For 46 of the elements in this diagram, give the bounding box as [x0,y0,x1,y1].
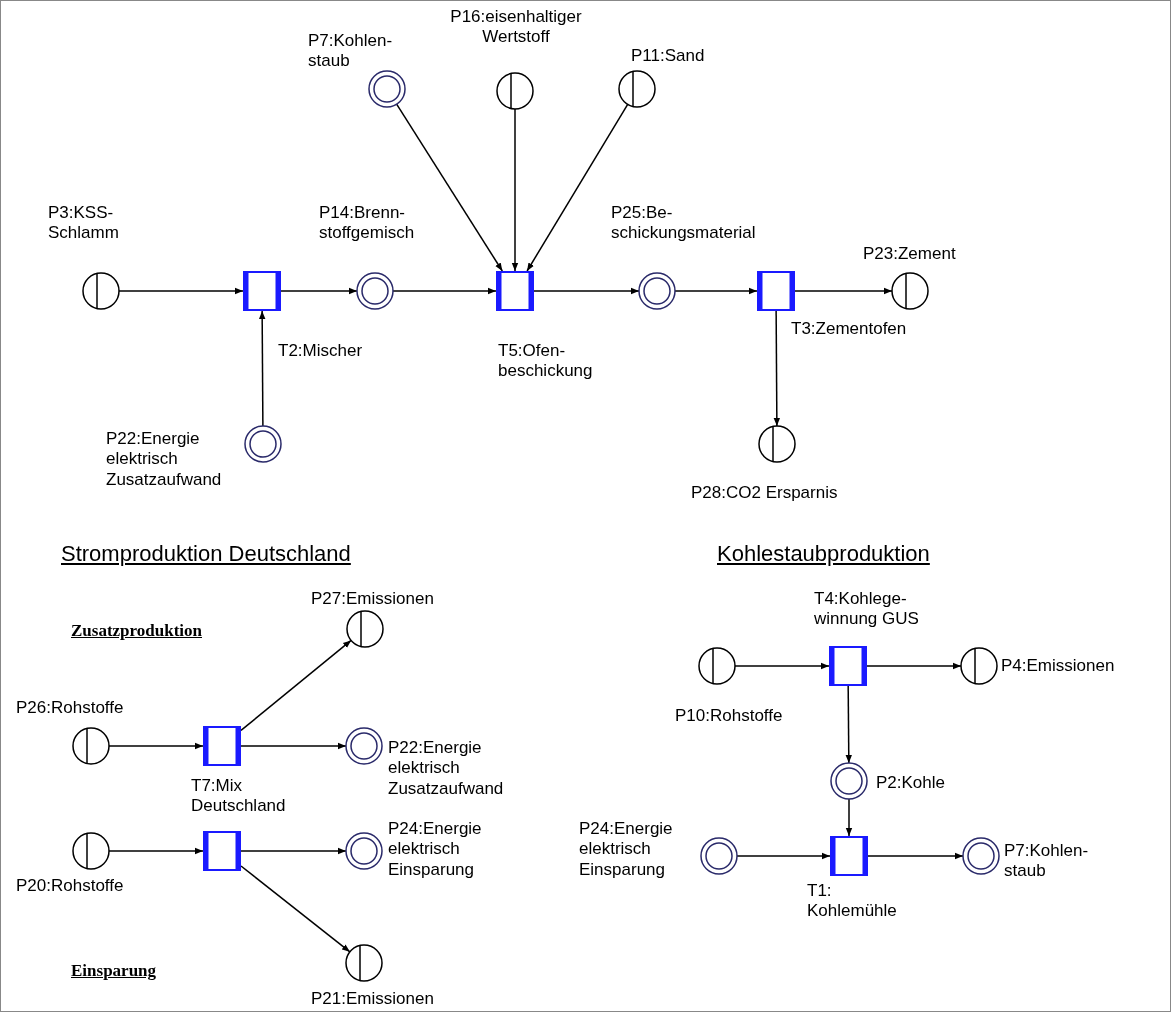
node-label: P22:Energie elektrisch Zusatzaufwand [106,429,223,491]
node-label: P4:Emissionen [1001,656,1114,677]
node-label: P3:KSS- Schlamm [48,203,120,244]
arrow [773,310,781,427]
arrow [526,103,629,272]
section-heading: Kohlestaubproduktion [717,541,930,567]
arrow [866,662,962,670]
arrow [511,108,519,272]
arrow [395,103,504,272]
node-label: P27:Emissionen [311,589,434,610]
node-label: T2:Mischer [278,341,362,362]
node-label: P23:Zement [863,244,956,265]
node-label: P28:CO2 Ersparnis [691,483,837,504]
node-label: T7:Mix Deutschland [191,776,287,817]
node-label: T1: Kohlemühle [807,881,898,922]
node-label: P7:Kohlen- staub [308,31,394,72]
arrow [240,639,352,732]
node-label: P2:Kohle [876,773,945,794]
arrow [280,287,358,295]
arrow [259,310,266,427]
arrow [240,847,347,855]
section-heading: Zusatzproduktion [71,621,202,641]
node-label: T5:Ofen- beschickung [498,341,594,382]
arrow [867,852,964,860]
node-label: P7:Kohlen- staub [1004,841,1090,882]
node-label: P16:eisenhaltiger Wertstoff [449,7,583,48]
node-label: P24:Energie elektrisch Einsparung [388,819,483,881]
node-label: P20:Rohstoffe [16,876,123,897]
node-label: P14:Brenn- stoffgemisch [319,203,416,244]
node-label: P22:Energie elektrisch Zusatzaufwand [388,738,505,800]
section-heading: Einsparung [71,961,157,981]
node-label: P24:Energie elektrisch Einsparung [579,819,674,881]
arrow [794,287,893,295]
section-heading: Stromproduktion Deutschland [61,541,351,567]
node-label: P21:Emissionen [311,989,434,1010]
arrow [533,287,640,295]
arrow [845,685,852,764]
arrow [240,865,351,953]
node-label: P10:Rohstoffe [675,706,782,727]
arrow [845,798,853,837]
arrow [240,742,347,750]
node-label: P26:Rohstoffe [16,698,123,719]
node-label: T4:Kohlege- winnung GUS [814,589,920,630]
node-label: T3:Zementofen [791,319,906,340]
node-label: P25:Be- schickungsmaterial [611,203,757,244]
node-label: P11:Sand [631,46,704,67]
